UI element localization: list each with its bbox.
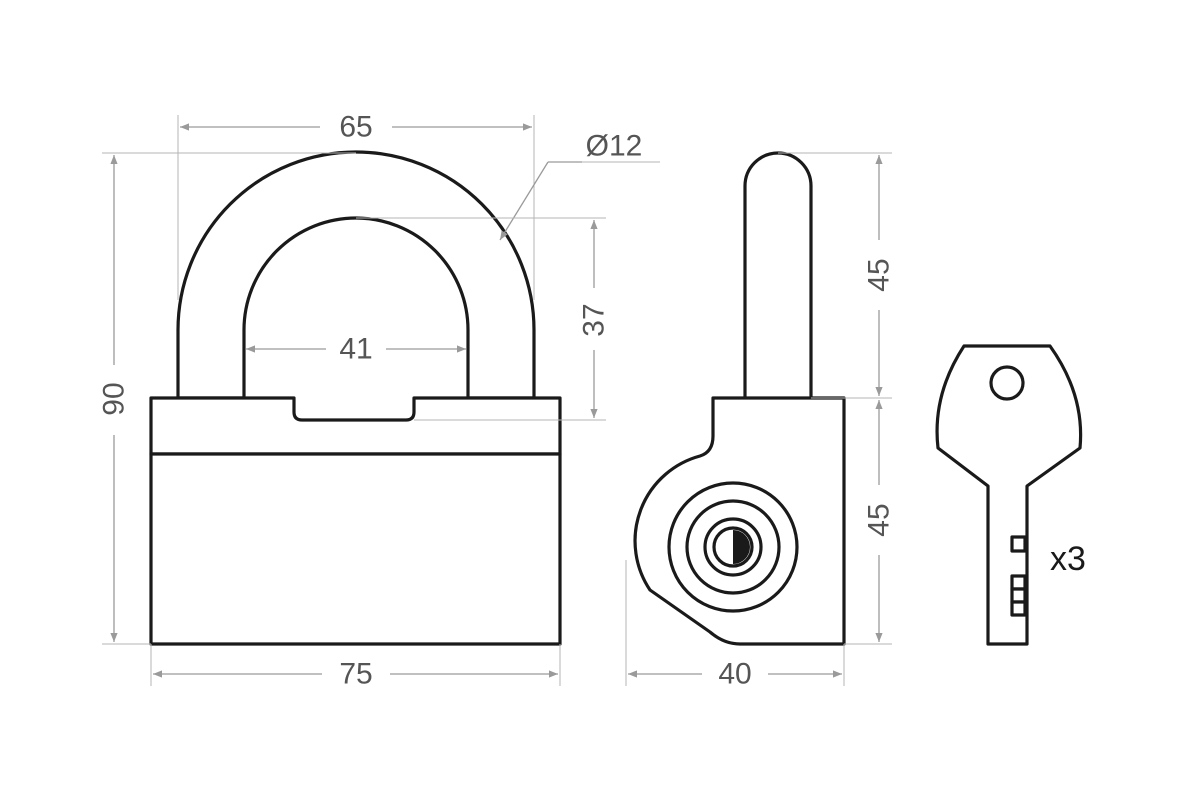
dim-side-thickness: 40 [718,658,751,691]
front-body [149,452,562,646]
front-view [149,150,562,646]
key-notch [1010,535,1027,553]
side-view [633,151,846,646]
lock-core [712,526,754,568]
front-shackle [176,150,536,400]
dim-total-height: 90 [98,382,131,415]
lock-cylinder-inner-ring [703,517,763,577]
key-hole-icon [989,365,1025,401]
lock-core-half-icon [733,530,750,564]
dim-shackle-inner-width: 41 [339,333,372,366]
dim-shackle-outer-width: 65 [339,111,372,144]
key-notch [1010,587,1027,604]
key-notch [1010,600,1027,617]
key-notch [1010,574,1027,591]
dim-side-shackle-height: 45 [863,258,896,291]
key-quantity-label: x3 [1050,540,1086,578]
side-dimensions: 45 45 40 [625,152,896,691]
key: x3 [935,344,1086,646]
side-shackle [743,151,813,400]
dim-side-body-height: 45 [863,503,896,536]
dim-shackle-clearance: 37 [578,303,611,336]
dim-body-width: 75 [339,658,372,691]
dim-shackle-diameter: Ø12 [586,130,643,163]
lock-cylinder-outer-ring [667,481,799,613]
front-body-top [149,396,562,456]
front-dimensions: 65 Ø12 41 37 90 75 [98,111,660,691]
key-outline [935,344,1083,646]
lock-cylinder-middle-ring [685,499,781,595]
